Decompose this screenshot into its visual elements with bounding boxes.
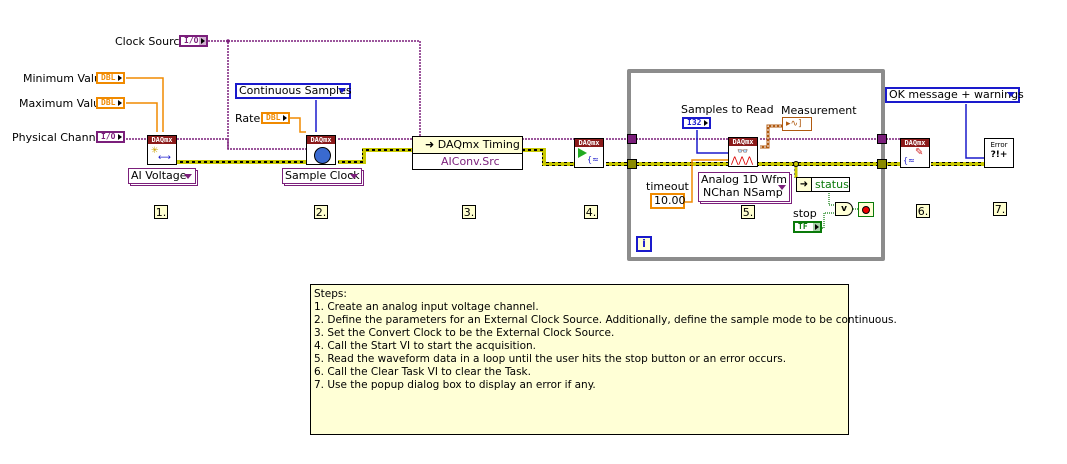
simple-error-handler-vi[interactable]: Error ?!+	[984, 138, 1014, 168]
clock-source-label: Clock Source	[115, 35, 187, 48]
step-number-6: 6.	[916, 204, 930, 218]
samples-to-read-label: Samples to Read	[681, 103, 774, 116]
play-icon	[578, 148, 587, 158]
step-line: 1. Create an analog input voltage channe…	[314, 301, 539, 313]
chevron-down-icon	[778, 185, 786, 190]
steps-title: Steps:	[314, 288, 347, 300]
loop-tunnel-error-in	[627, 159, 637, 169]
step-number-1: 1.	[154, 205, 168, 219]
chevron-down-icon	[184, 174, 192, 179]
maximum-value-terminal[interactable]: DBL	[96, 97, 125, 109]
iteration-terminal: i	[636, 236, 652, 252]
wire-task-1-2	[177, 138, 306, 150]
aiconv-src-property[interactable]: AIConv.Src	[441, 155, 500, 168]
step-number-3: 3.	[462, 205, 476, 219]
step-line: 7. Use the popup dialog box to display a…	[314, 379, 596, 391]
chevron-down-icon	[338, 88, 346, 93]
loop-tunnel-error-out	[877, 159, 887, 169]
step-line: 3. Set the Convert Clock to be the Exter…	[314, 327, 615, 339]
physical-channel-terminal[interactable]: I/O	[96, 131, 125, 143]
daqmx-timing-vi[interactable]: DAQmx	[306, 135, 336, 165]
timeout-constant[interactable]: 10.00	[650, 193, 686, 209]
step-line: 2. Define the parameters for an External…	[314, 314, 897, 326]
clock-icon	[314, 147, 331, 164]
wire-samples-to-read	[696, 130, 728, 154]
daqmx-clear-task-vi[interactable]: DAQmx ✎ {≈	[900, 138, 930, 168]
step-number-2: 2.	[314, 205, 328, 219]
loop-tunnel-task-in	[627, 134, 637, 144]
step-line: 5. Read the waveform data in a loop unti…	[314, 353, 787, 365]
daqmx-create-channel-vi[interactable]: DAQmx ✳ ⟷	[147, 135, 177, 165]
stop-terminal[interactable]: TF	[793, 221, 822, 233]
stop-sign-icon	[862, 206, 870, 214]
wire-max-value	[126, 102, 158, 132]
rate-label: Rate	[235, 112, 261, 125]
new-channel-icon: ✳	[151, 146, 159, 156]
chevron-down-icon	[1007, 92, 1015, 97]
rate-terminal[interactable]: DBL	[261, 112, 290, 124]
wire-dialog-type	[965, 104, 984, 159]
step-number-4: 4.	[584, 205, 598, 219]
steps-note: Steps: 1. Create an analog input voltage…	[310, 284, 897, 435]
ai-voltage-ring[interactable]: AI Voltage	[128, 168, 196, 184]
loop-condition-stop[interactable]	[858, 202, 874, 217]
minimum-value-label: Minimum Value	[23, 72, 108, 85]
waveform-icon: {≈	[903, 156, 915, 165]
error-wire-2-3	[338, 148, 412, 164]
wire-min-value	[126, 77, 164, 132]
error-wire-3-4	[522, 148, 574, 166]
maximum-value-label: Maximum Value	[19, 97, 107, 110]
waveform-icon: ⋀⋀⋀	[731, 156, 754, 166]
or-function[interactable]: v	[835, 202, 853, 216]
chevron-down-icon	[350, 174, 358, 179]
pulse-icon: ⟷	[158, 153, 171, 163]
timeout-label: timeout	[646, 180, 689, 193]
wire-clock-source	[208, 40, 229, 149]
stop-label: stop	[793, 207, 817, 220]
step-line: 6. Call the Clear Task VI to clear the T…	[314, 366, 531, 378]
step-number-5: 5.	[741, 205, 755, 219]
measurement-label: Measurement	[781, 104, 857, 117]
analog-1d-wfm-ring[interactable]: Analog 1D Wfm NChan NSamp	[698, 172, 790, 202]
property-key-icon: ➜	[425, 138, 438, 151]
sample-mode-enum[interactable]: Continuous Samples	[235, 83, 352, 99]
sample-clock-ring[interactable]: Sample Clock	[282, 168, 362, 184]
measurement-indicator[interactable]: ▸∿]	[782, 117, 812, 131]
loop-tunnel-task-out	[877, 134, 887, 144]
step-number-7: 7.	[993, 202, 1007, 216]
physical-channel-label: Physical Channel	[12, 131, 106, 144]
speech-bubble-icon: ?!+	[990, 150, 1008, 160]
waveform-icon: {≈	[587, 155, 599, 164]
minimum-value-terminal[interactable]: DBL	[96, 72, 125, 84]
glasses-icon: 👓	[737, 147, 749, 157]
clock-source-terminal[interactable]: I/O	[179, 35, 208, 47]
eraser-icon: ✎	[915, 147, 924, 158]
daqmx-read-vi[interactable]: DAQmx 👓 ⋀⋀⋀	[728, 137, 758, 167]
samples-to-read-terminal[interactable]: I32	[682, 117, 711, 129]
waveform-graph-icon: ▸∿]	[786, 119, 802, 129]
daqmx-timing-property-node[interactable]: ➜ DAQmx Timing AIConv.Src	[412, 136, 523, 170]
dialog-type-enum[interactable]: OK message + warnings	[885, 87, 1024, 103]
wire-status-or	[828, 191, 835, 206]
wire-rate	[290, 117, 306, 133]
wire-timeout	[684, 159, 728, 203]
daqmx-start-vi[interactable]: DAQmx {≈	[574, 138, 604, 168]
step-line: 4. Call the Start VI to start the acquis…	[314, 340, 536, 352]
wire-stop-or	[820, 212, 835, 229]
arrow-right-icon: ➜	[797, 178, 812, 191]
unbundle-status[interactable]: ➜ status	[796, 177, 850, 192]
